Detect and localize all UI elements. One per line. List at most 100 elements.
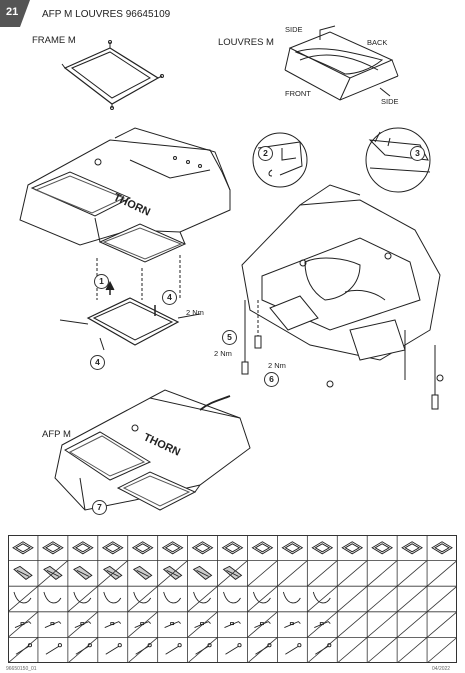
step-marker-6: 6: [264, 372, 279, 387]
empty-cell-slash: [247, 585, 278, 613]
screw-icon: [225, 643, 242, 655]
empty-cell-slash: [366, 637, 398, 663]
footer-date: 04/2022: [432, 666, 451, 672]
empty-cell-slash: [247, 637, 278, 663]
page-title: AFP M LOUVRES 96645109: [42, 9, 171, 20]
frame-icon: [42, 541, 64, 555]
empty-cell-slash: [396, 560, 428, 587]
step-marker-4-top: 4: [162, 290, 177, 305]
screw-icon: [45, 643, 62, 655]
frame-icon: [71, 541, 94, 555]
bracket-icon: [44, 621, 62, 629]
torque-label-3: 2 Nm: [268, 361, 286, 370]
empty-cell-slash: [307, 585, 338, 613]
footer-doc-number: 96650150_01: [6, 666, 37, 672]
bracket-icon: [164, 621, 181, 629]
clip-icon: [253, 591, 271, 604]
frame-icon: [371, 541, 394, 555]
frame-icon: [191, 541, 214, 555]
step-number: 21: [6, 6, 19, 18]
empty-cell-slash: [217, 560, 248, 587]
clip-icon: [103, 591, 122, 604]
screw-icon: [165, 643, 182, 655]
empty-cell-slash: [157, 560, 188, 587]
empty-cell-slash: [67, 585, 99, 613]
empty-cell-slash: [396, 585, 428, 613]
empty-cell-slash: [426, 560, 457, 587]
empty-cell-slash: [366, 611, 398, 638]
empty-cell-slash: [366, 585, 398, 613]
clip-icon: [193, 591, 211, 604]
clip-icon: [13, 591, 32, 604]
empty-cell-slash: [187, 611, 218, 638]
louvre-icon: [73, 565, 93, 580]
clip-icon: [163, 591, 182, 604]
louvre-icon: [132, 565, 153, 580]
empty-cell-slash: [187, 637, 218, 663]
frame-icon: [12, 541, 34, 555]
empty-cell-slash: [307, 637, 338, 663]
clip-icon: [282, 591, 301, 604]
louvre-icon: [13, 565, 33, 580]
frame-icon: [101, 541, 124, 555]
louvre-side-bottom-label: SIDE: [381, 97, 399, 106]
step-marker-7: 7: [92, 500, 107, 515]
empty-cell-slash: [8, 585, 39, 613]
louvre-icon: [192, 565, 213, 580]
louvre-front-label: FRONT: [285, 89, 311, 98]
empty-cell-slash: [307, 560, 338, 587]
step-marker-1: 1: [94, 274, 109, 289]
step-marker-5: 5: [222, 330, 237, 345]
frame-icon: [401, 541, 423, 555]
empty-cell-slash: [426, 611, 457, 638]
louvre-side-top-label: SIDE: [285, 25, 303, 34]
empty-cell-slash: [277, 560, 308, 587]
detail-zoom-3: [365, 127, 431, 193]
empty-cell-slash: [67, 611, 99, 638]
empty-cell-slash: [67, 637, 99, 663]
frame-icon: [431, 541, 453, 555]
louvre-back-label: BACK: [367, 38, 388, 47]
empty-cell-slash: [97, 560, 128, 587]
clip-icon: [223, 591, 241, 604]
empty-cell-slash: [337, 585, 368, 613]
empty-cell-slash: [396, 611, 428, 638]
empty-cell-slash: [396, 637, 428, 663]
louvres-m-drawing: [284, 25, 399, 101]
frame-icon: [311, 541, 334, 555]
quantity-grid: [8, 535, 457, 663]
empty-cell-slash: [247, 611, 278, 638]
bracket-icon: [284, 621, 301, 629]
empty-cell-slash: [337, 560, 368, 587]
bracket-icon: [224, 621, 241, 629]
clip-icon: [73, 591, 92, 604]
empty-cell-slash: [127, 585, 158, 613]
step-marker-2: 2: [258, 146, 273, 161]
clip-icon: [133, 591, 152, 604]
empty-cell-slash: [8, 611, 39, 638]
empty-cell-slash: [187, 585, 218, 613]
empty-cell-slash: [307, 611, 338, 638]
empty-cell-slash: [337, 611, 368, 638]
assembly-drawing: [19, 25, 444, 511]
empty-cell-slash: [247, 560, 278, 587]
afp-m-assembled-drawing: [54, 389, 251, 511]
afp-m-label: AFP M: [42, 429, 71, 440]
frame-icon: [221, 541, 244, 555]
empty-cell-slash: [37, 560, 69, 587]
frame-icon: [281, 541, 304, 555]
empty-cell-slash: [337, 637, 368, 663]
torque-label-1: 2 Nm: [186, 308, 204, 317]
step-marker-3: 3: [410, 146, 425, 161]
empty-cell-slash: [127, 637, 158, 663]
step-marker-4-bottom: 4: [90, 355, 105, 370]
frame-icon: [341, 541, 364, 555]
clip-icon: [312, 591, 331, 604]
frame-icon: [251, 541, 274, 555]
empty-cell-slash: [426, 585, 457, 613]
empty-cell-slash: [8, 637, 39, 663]
louvres-label: LOUVRES M: [218, 37, 274, 48]
clip-icon: [43, 591, 62, 604]
frame-icon: [131, 541, 154, 555]
